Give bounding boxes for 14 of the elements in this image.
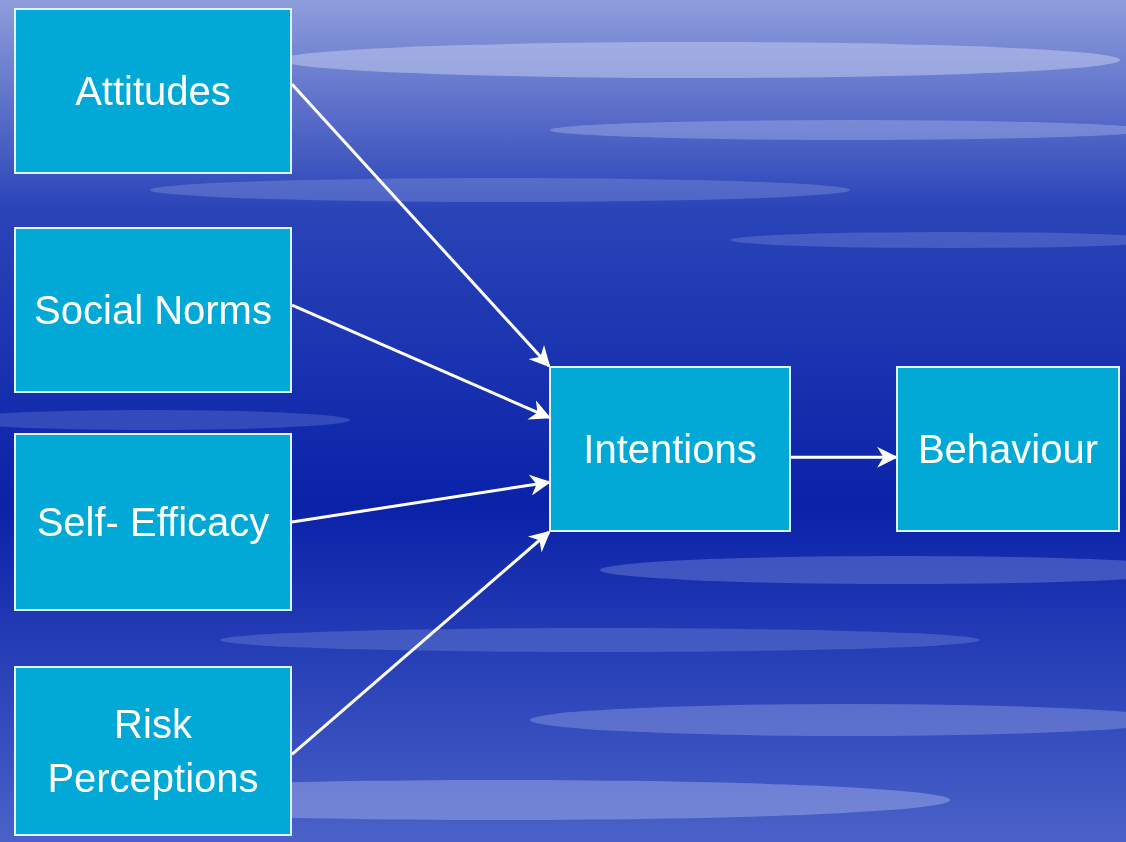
concept-box — [549, 366, 791, 532]
box-label: Social Norms — [34, 287, 272, 334]
concept-box — [896, 366, 1120, 532]
concept-box — [14, 433, 292, 611]
concept-box — [14, 227, 292, 393]
box-label: Risk Perceptions — [46, 701, 260, 802]
concept-box — [14, 666, 292, 836]
box-label: Attitudes — [75, 68, 231, 115]
box-label: Intentions — [583, 426, 757, 473]
arrow — [291, 303, 551, 420]
box-label: Behaviour — [917, 426, 1099, 473]
arrow — [291, 530, 551, 756]
concept-box — [14, 8, 292, 174]
box-label: Self- Efficacy — [36, 499, 270, 546]
